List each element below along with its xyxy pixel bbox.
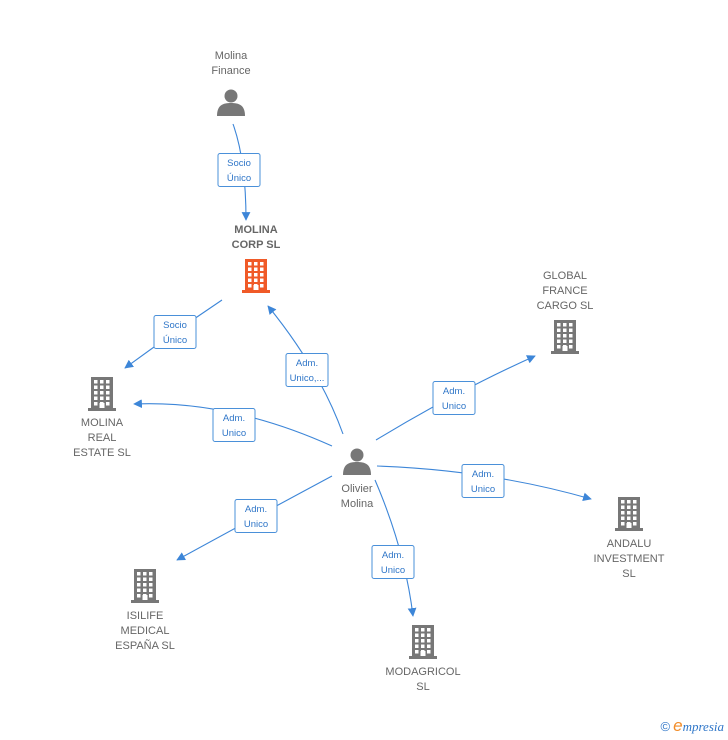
node-label-line: REAL [88,432,117,444]
node-label-line: MEDICAL [121,625,170,637]
node-label-line: CORP SL [232,239,281,251]
node-modagricol[interactable]: MODAGRICOL SL [385,625,461,693]
edge-label-olivier-to-andalu[interactable]: Adm. Unico [461,464,505,498]
edge-label-line: Adm. [296,358,318,369]
edge-labels-layer: SocioÚnicoSocioÚnicoAdm.Unico,...Adm.Uni… [153,153,505,579]
edge-label-box [234,499,278,533]
person-icon [343,448,371,475]
node-label-line: FRANCE [542,285,587,297]
edge-label-box [285,353,329,387]
node-label-line: ANDALU [607,538,652,550]
footer-brand: ©empresia [661,716,724,736]
edge-label-line: Unico [222,428,246,439]
edge-label-line: Único [163,335,187,346]
edge-label-line: Socio [163,320,187,331]
node-molina-real[interactable]: MOLINA REAL ESTATE SL [73,377,131,459]
edges-layer [124,123,592,617]
building-icon [409,625,437,659]
building-icon [615,497,643,531]
edge-label-line: Unico [442,401,466,412]
edge-label-line: Adm. [443,386,465,397]
edge-label-line: Adm. [245,504,267,515]
edge-label-line: Adm. [472,469,494,480]
node-isilife[interactable]: ISILIFE MEDICAL ESPAÑA SL [115,569,175,652]
building-icon [242,259,270,293]
edge-label-olivier-to-molina-corp[interactable]: Adm. Unico,... [285,353,329,387]
edge-label-box [432,381,476,415]
node-label-line: GLOBAL [543,270,587,282]
edge-label-line: Adm. [223,413,245,424]
edge-label-olivier-to-isilife[interactable]: Adm. Unico [234,499,278,533]
node-label-line: Molina [341,498,374,510]
edge-label-olivier-to-global-france[interactable]: Adm. Unico [432,381,476,415]
brand-name[interactable]: mpresia [682,719,724,734]
node-label-line: CARGO SL [537,300,594,312]
node-label-line: Olivier [341,483,373,495]
person-icon [217,89,245,116]
node-label-line: ISILIFE [127,610,164,622]
edge-label-line: Unico [244,519,268,530]
edge-label-olivier-to-molina-real[interactable]: Adm. Unico [212,408,256,442]
edge-label-box [461,464,505,498]
node-label-line: ESPAÑA SL [115,639,175,652]
node-andalu[interactable]: ANDALU INVESTMENT SL [594,497,665,580]
building-icon [551,320,579,354]
edge-label-line: Unico [381,565,405,576]
edge-label-line: Unico [471,484,495,495]
edge-label-box [212,408,256,442]
node-label-line: MOLINA [234,224,277,236]
node-label-line: Finance [211,65,250,77]
node-label-line: SL [416,681,429,693]
edge-label-line: Adm. [382,550,404,561]
edge-label-olivier-to-modagricol[interactable]: Adm. Unico [371,545,415,579]
node-label-line: SL [622,568,635,580]
node-label-line: ESTATE SL [73,447,131,459]
node-label-line: Molina [215,50,248,62]
copyright-symbol: © [660,719,671,734]
node-label-line: MOLINA [81,417,124,429]
edge-label-box [153,315,197,349]
building-icon [88,377,116,411]
node-label-line: MODAGRICOL [385,666,460,678]
building-icon [131,569,159,603]
brand-initial: e [673,716,683,735]
node-molina-corp[interactable]: MOLINA CORP SL [232,224,281,293]
edge-label-line: Socio [227,158,251,169]
node-label-line: INVESTMENT [594,553,665,565]
edge-label-line: Único [227,173,251,184]
edge-label-line: Unico,... [290,373,325,384]
node-global-france[interactable]: GLOBAL FRANCE CARGO SL [537,270,594,354]
edge-label-box [371,545,415,579]
edge-label-box [217,153,261,187]
